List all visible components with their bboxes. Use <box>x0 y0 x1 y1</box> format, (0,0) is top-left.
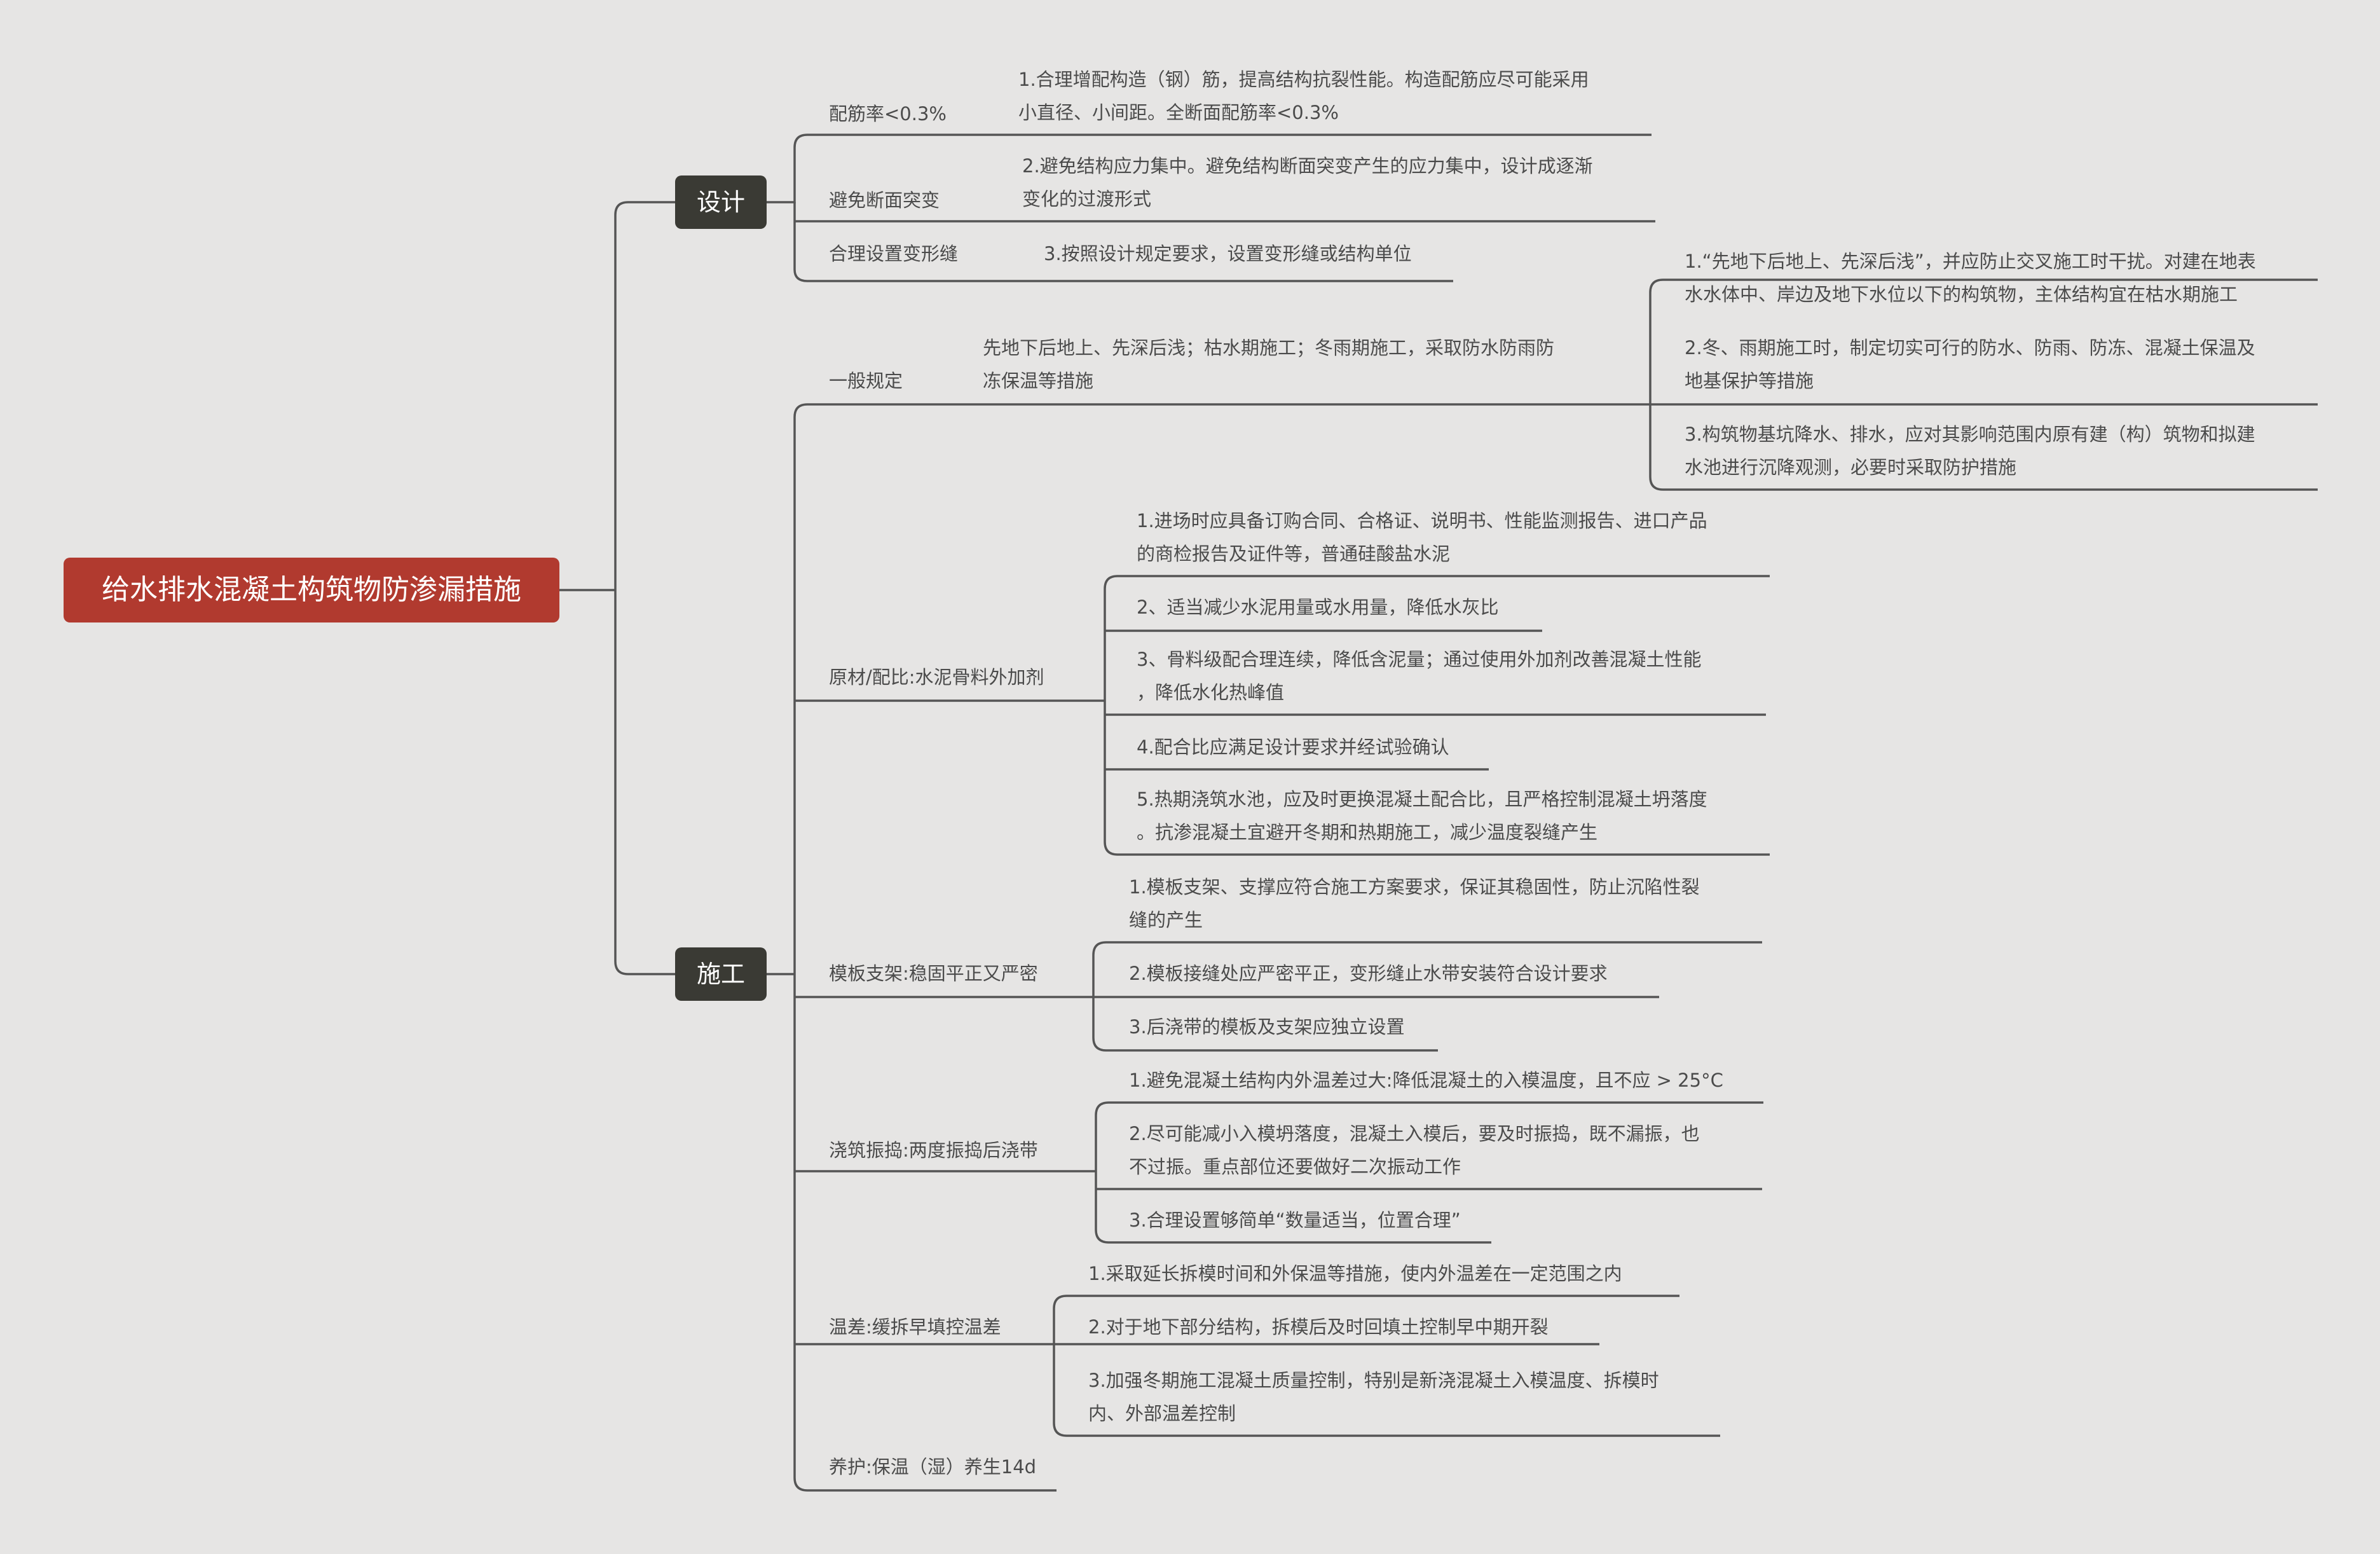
materials-item-5-line-2[interactable]: 。抗渗混凝土宜避开冬期和热期施工，减少温度裂缝产生 <box>1137 822 1598 843</box>
general-item-3-line-1[interactable]: 3.构筑物基坑降水、排水，应对其影响范围内原有建（构）筑物和拟建 <box>1685 423 2255 445</box>
formwork-item-1-line-1[interactable]: 1.模板支架、支撑应符合施工方案要求，保证其稳固性，防止沉陷性裂 <box>1129 876 1700 898</box>
general-item-3-line-2[interactable]: 水池进行沉降观测，必要时采取防护措施 <box>1685 457 2017 478</box>
construction-temperature-label[interactable]: 温差:缓拆早填控温差 <box>829 1316 1001 1338</box>
general-item-2-line-2[interactable]: 地基保护等措施 <box>1685 370 1814 392</box>
construction-general-summary-line-1[interactable]: 先地下后地上、先深后浅；枯水期施工；冬雨期施工，采取防水防雨防 <box>983 337 1555 359</box>
temperature-item-2-line-1[interactable]: 2.对于地下部分结构，拆模后及时回填土控制早中期开裂 <box>1088 1316 1549 1338</box>
materials-item-4-line-1[interactable]: 4.配合比应满足设计要求并经试验确认 <box>1137 736 1449 758</box>
materials-item-3-line-2[interactable]: ，降低水化热峰值 <box>1137 682 1285 703</box>
design-item-deformation-joint[interactable]: 合理设置变形缝 <box>829 243 959 265</box>
construction-general-summary-line-2[interactable]: 冻保温等措施 <box>983 370 1094 392</box>
construction-pouring-label[interactable]: 浇筑振捣:两度振捣后浇带 <box>829 1139 1038 1161</box>
design-note-2-line-1[interactable]: 2.避免结构应力集中。避免结构断面突变产生的应力集中，设计成逐渐 <box>1022 155 1593 177</box>
materials-item-3-line-1[interactable]: 3、骨料级配合理连续，降低含泥量；通过使用外加剂改善混凝土性能 <box>1137 649 1702 670</box>
materials-item-2-line-1[interactable]: 2、适当减少水泥用量或水用量，降低水灰比 <box>1137 596 1499 618</box>
pouring-item-2-line-2[interactable]: 不过振。重点部位还要做好二次振动工作 <box>1129 1156 1461 1178</box>
temperature-item-3-line-1[interactable]: 3.加强冬期施工混凝土质量控制，特别是新浇混凝土入模温度、拆模时 <box>1088 1370 1659 1391</box>
general-item-2-line-1[interactable]: 2.冬、雨期施工时，制定切实可行的防水、防雨、防冻、混凝土保温及 <box>1685 337 2255 359</box>
pouring-item-3-line-1[interactable]: 3.合理设置够简单“数量适当，位置合理” <box>1129 1209 1461 1231</box>
materials-item-5-line-1[interactable]: 5.热期浇筑水池，应及时更换混凝土配合比，且严格控制混凝土坍落度 <box>1137 788 1707 810</box>
temperature-item-3-line-2[interactable]: 内、外部温差控制 <box>1088 1403 1236 1424</box>
general-item-1-line-2[interactable]: 水水体中、岸边及地下水位以下的构筑物，主体结构宜在枯水期施工 <box>1685 284 2238 305</box>
design-item-avoid-section-change[interactable]: 避免断面突变 <box>829 189 940 211</box>
design-note-2-line-2[interactable]: 变化的过渡形式 <box>1022 188 1152 210</box>
construction-materials-label[interactable]: 原材/配比:水泥骨料外加剂 <box>829 666 1044 688</box>
root-topic[interactable]: 给水排水混凝土构筑物防渗漏措施 <box>64 558 559 622</box>
design-item-rebar-ratio[interactable]: 配筋率<0.3% <box>829 103 947 125</box>
general-item-1-line-1[interactable]: 1.“先地下后地上、先深后浅”，并应防止交叉施工时干扰。对建在地表 <box>1685 251 2256 272</box>
pouring-item-2-line-1[interactable]: 2.尽可能减小入模坍落度，混凝土入模后，要及时振捣，既不漏振，也 <box>1129 1123 1700 1145</box>
design-note-1-line-1[interactable]: 1.合理增配构造（钢）筋，提高结构抗裂性能。构造配筋应尽可能采用 <box>1018 69 1589 90</box>
construction-curing-label[interactable]: 养护:保温（湿）养生14d <box>829 1456 1037 1478</box>
formwork-item-1-line-2[interactable]: 缝的产生 <box>1129 909 1203 931</box>
branch-construction[interactable]: 施工 <box>675 947 767 1001</box>
pouring-item-1-line-1[interactable]: 1.避免混凝土结构内外温差过大:降低混凝土的入模温度，且不应 > 25°C <box>1129 1069 1723 1091</box>
branch-design[interactable]: 设计 <box>675 175 767 229</box>
materials-item-1-line-1[interactable]: 1.进场时应具备订购合同、合格证、说明书、性能监测报告、进口产品 <box>1137 510 1707 532</box>
temperature-item-1-line-1[interactable]: 1.采取延长拆模时间和外保温等措施，使内外温差在一定范围之内 <box>1088 1263 1622 1284</box>
construction-formwork-label[interactable]: 模板支架:稳固平正又严密 <box>829 963 1038 984</box>
formwork-item-2-line-1[interactable]: 2.模板接缝处应严密平正，变形缝止水带安装符合设计要求 <box>1129 963 1608 984</box>
design-note-3-line-1[interactable]: 3.按照设计规定要求，设置变形缝或结构单位 <box>1044 243 1412 265</box>
formwork-item-3-line-1[interactable]: 3.后浇带的模板及支架应独立设置 <box>1129 1016 1405 1038</box>
design-note-1-line-2[interactable]: 小直径、小间距。全断面配筋率<0.3% <box>1018 102 1339 123</box>
materials-item-1-line-2[interactable]: 的商检报告及证件等，普通硅酸盐水泥 <box>1137 543 1451 565</box>
construction-general-label[interactable]: 一般规定 <box>829 370 903 392</box>
